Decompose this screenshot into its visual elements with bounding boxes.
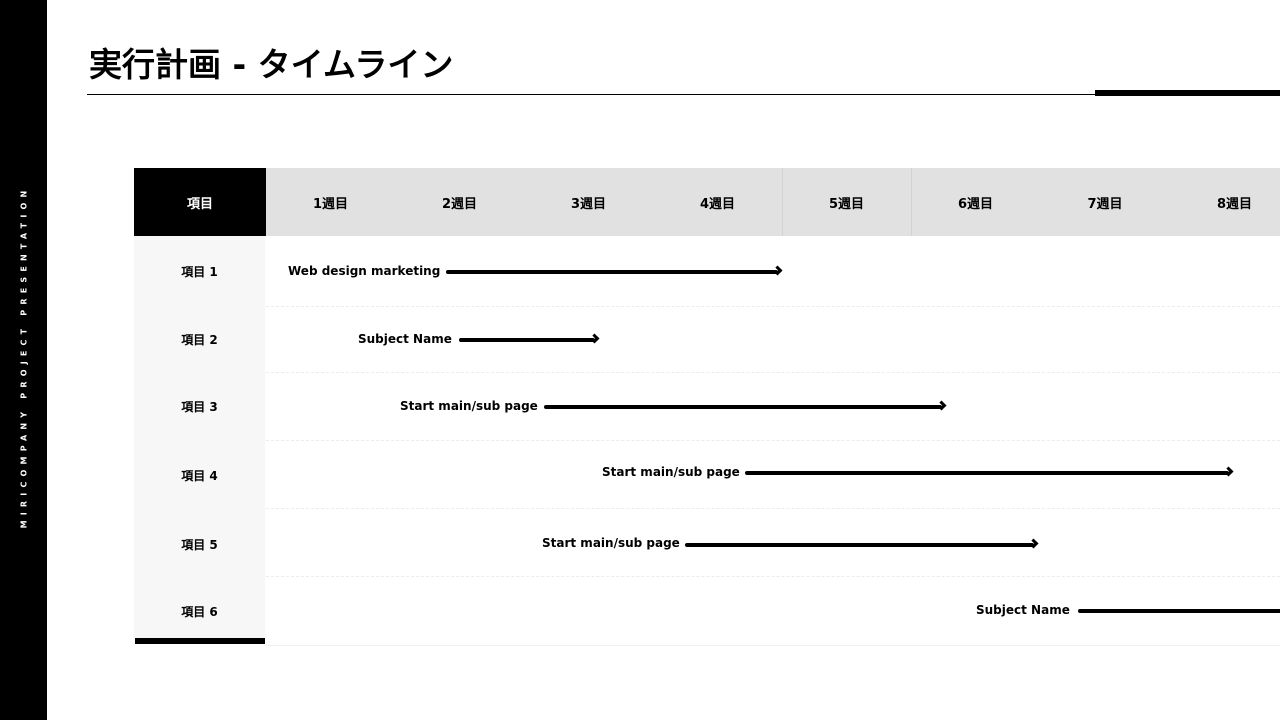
week-header-4: 4週目	[699, 196, 736, 212]
sidebar-text: MIRICOMPANY PROJECT PRESENTATION	[19, 185, 29, 529]
row-label-4: 項目 4	[181, 469, 218, 483]
task-bar-4	[745, 466, 1234, 477]
week-header-3: 3週目	[570, 196, 607, 212]
task-label-2: Subject Name	[358, 332, 452, 346]
task-label-4: Start main/sub page	[602, 465, 740, 479]
row-label-6: 項目 6	[181, 605, 218, 619]
week-divider	[782, 168, 783, 236]
task-label-6: Subject Name	[976, 603, 1070, 617]
title-accent-bar	[1095, 90, 1280, 96]
task-label-3: Start main/sub page	[400, 399, 538, 413]
week-header-1: 1週目	[312, 196, 349, 212]
row-divider	[266, 576, 1280, 577]
timeline-table: 項目 1週目 2週目 3週目 4週目 5週目 6週目 7週目 8週目 項目 1 …	[134, 168, 1280, 646]
task-bar-2	[459, 333, 600, 344]
week-header-7: 7週目	[1087, 196, 1123, 212]
task-bar-3	[544, 400, 947, 411]
week-header-row	[266, 168, 1280, 236]
task-bar-5	[685, 538, 1039, 549]
title-underline	[87, 94, 1280, 95]
week-header-5: 5週目	[828, 196, 865, 212]
row-divider	[266, 306, 1280, 307]
row-label-1: 項目 1	[181, 265, 218, 279]
task-bar-1	[446, 265, 783, 276]
sidebar: MIRICOMPANY PROJECT PRESENTATION	[0, 0, 47, 720]
week-divider	[911, 168, 912, 236]
week-header-2: 2週目	[441, 196, 478, 212]
row-divider	[266, 508, 1280, 509]
row-label-column	[134, 236, 265, 638]
item-header: 項目	[134, 168, 266, 236]
row-label-5: 項目 5	[181, 538, 218, 552]
row-label-3: 項目 3	[181, 400, 218, 414]
row-label-2: 項目 2	[181, 333, 218, 347]
row-divider	[266, 372, 1280, 373]
task-label-1: Web design marketing	[288, 264, 441, 278]
week-header-6: 6週目	[957, 196, 994, 212]
page-title: 実行計画 - タイムライン	[89, 45, 454, 84]
task-label-5: Start main/sub page	[542, 536, 680, 550]
table-bottom-line	[266, 645, 1280, 646]
week-header-8: 8週目	[1216, 196, 1253, 212]
row-divider	[266, 440, 1280, 441]
bottom-accent-bar	[135, 638, 265, 644]
task-bar-6	[1078, 609, 1280, 613]
